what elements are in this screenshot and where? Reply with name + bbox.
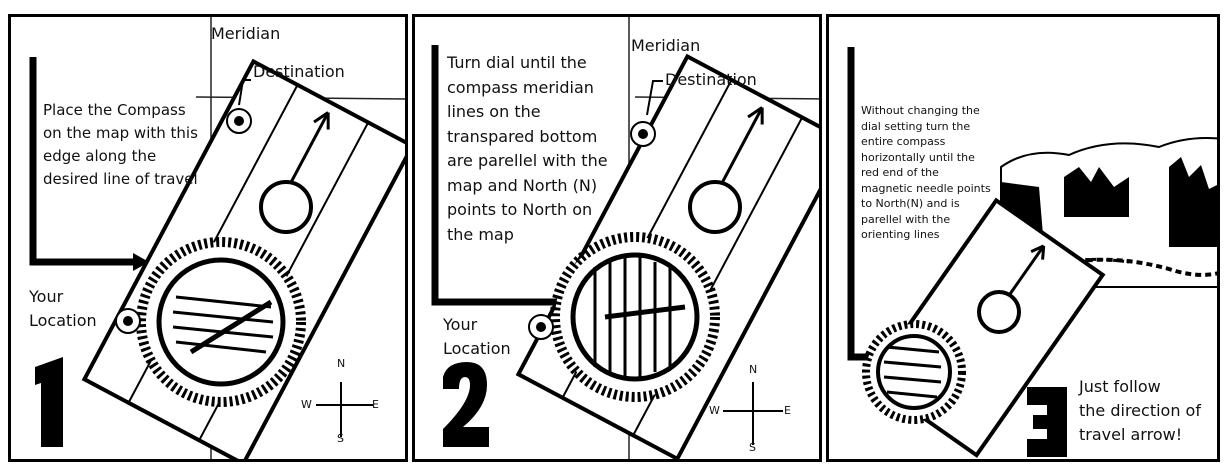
rose-e: E bbox=[784, 404, 791, 417]
instruction-line: compass meridian bbox=[447, 76, 608, 101]
meridian-label: Meridian bbox=[631, 35, 700, 57]
instruction-line: map and North (N) bbox=[447, 174, 608, 199]
instruction-line: edge along the bbox=[43, 145, 198, 168]
panel-1-drawing bbox=[11, 17, 408, 462]
instruction-line: orienting lines bbox=[861, 227, 991, 243]
instruction-line: on the map with this bbox=[43, 122, 198, 145]
final-line: Just follow bbox=[1079, 375, 1201, 399]
rose-w: W bbox=[709, 404, 720, 417]
instruction-text: Turn dial until the compass meridian lin… bbox=[447, 51, 608, 247]
rose-e: E bbox=[372, 398, 379, 411]
instruction-text: Place the Compass on the map with this e… bbox=[43, 99, 198, 191]
panel-step-2: Meridian Destination Turn dial until the… bbox=[412, 14, 822, 462]
rose-s: S bbox=[337, 432, 344, 445]
instruction-line: Without changing the bbox=[861, 103, 991, 119]
destination-label: Destination bbox=[665, 69, 757, 91]
your-location-label: Your Location bbox=[29, 285, 97, 333]
instruction-line: desired line of travel bbox=[43, 168, 198, 191]
instruction-line: are parellel with the bbox=[447, 149, 608, 174]
instruction-line: Place the Compass bbox=[43, 99, 198, 122]
rose-n: N bbox=[749, 363, 757, 376]
instruction-line: red end of the bbox=[861, 165, 991, 181]
instruction-line: Turn dial until the bbox=[447, 51, 608, 76]
rose-n: N bbox=[337, 357, 345, 370]
meridian-label: Meridian bbox=[211, 23, 280, 45]
instruction-line: transpared bottom bbox=[447, 125, 608, 150]
final-instruction-text: Just follow the direction of travel arro… bbox=[1079, 375, 1201, 447]
instruction-line: the map bbox=[447, 223, 608, 248]
instruction-line: entire compass bbox=[861, 134, 991, 150]
instruction-line: parellel with the bbox=[861, 212, 991, 228]
instruction-text: Without changing the dial setting turn t… bbox=[861, 103, 991, 243]
panel-step-3: Without changing the dial setting turn t… bbox=[826, 14, 1220, 462]
instruction-line: points to North on bbox=[447, 198, 608, 223]
instruction-line: lines on the bbox=[447, 100, 608, 125]
instruction-line: horizontally until the bbox=[861, 150, 991, 166]
instruction-line: to North(N) and is bbox=[861, 196, 991, 212]
your-location-label: Your Location bbox=[443, 313, 511, 361]
rose-w: W bbox=[301, 398, 312, 411]
instruction-line: dial setting turn the bbox=[861, 119, 991, 135]
instruction-line: magnetic needle points bbox=[861, 181, 991, 197]
final-line: travel arrow! bbox=[1079, 423, 1201, 447]
final-line: the direction of bbox=[1079, 399, 1201, 423]
destination-label: Destination bbox=[253, 61, 345, 83]
rose-s: S bbox=[749, 441, 756, 454]
panel-step-1: Meridian Destination Place the Compass o… bbox=[8, 14, 408, 462]
